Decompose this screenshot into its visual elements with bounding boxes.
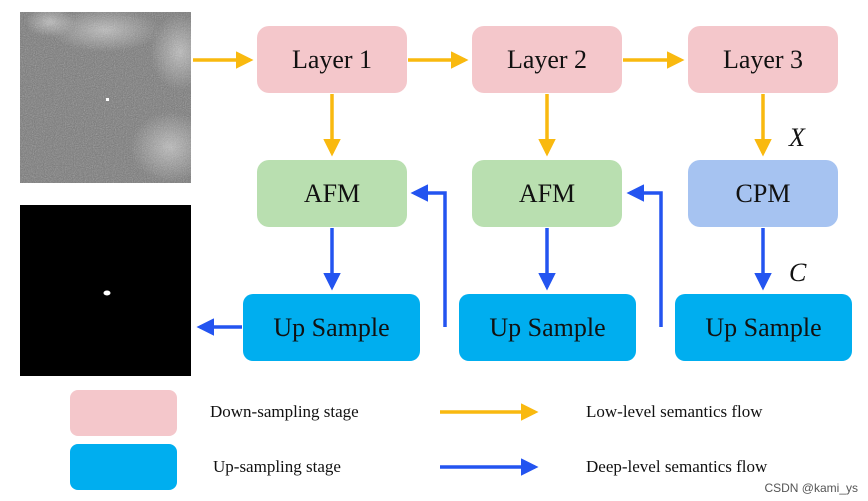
var-x-label: X: [789, 123, 805, 152]
layer-2-box: Layer 2: [472, 26, 622, 93]
arrow-up2-to-afm1: [410, 184, 447, 327]
input-image-texture: [20, 12, 191, 183]
legend-down-stage-label: Down-sampling stage: [210, 402, 359, 421]
output-mask-target: [103, 290, 111, 296]
legend-up-stage-label: Up-sampling stage: [213, 457, 341, 476]
layer-2-label: Layer 2: [506, 44, 588, 74]
up-sample-2-label: Up Sample: [489, 312, 606, 342]
afm-2-box: AFM: [472, 160, 622, 227]
layer-1-label: Layer 1: [291, 44, 373, 74]
up-sample-3-box: Up Sample: [675, 294, 852, 361]
up-sample-2-box: Up Sample: [459, 294, 636, 361]
layer-1-box: Layer 1: [257, 26, 407, 93]
watermark-text: CSDN @kami_ys: [764, 481, 858, 495]
layer-3-label: Layer 3: [722, 44, 804, 74]
output-mask-image: [20, 205, 191, 376]
layer-3-box: Layer 3: [688, 26, 838, 93]
up-sample-1-label: Up Sample: [273, 312, 390, 342]
legend-deep-flow-label: Deep-level semantics flow: [586, 457, 768, 476]
input-image: [20, 12, 191, 183]
up-sample-3-label: Up Sample: [705, 312, 822, 342]
afm-1-box: AFM: [257, 160, 407, 227]
arrow-up3-to-afm2: [626, 184, 663, 327]
legend-down-stage-swatch: [70, 390, 177, 436]
up-sample-1-box: Up Sample: [243, 294, 420, 361]
legend-low-flow-label: Low-level semantics flow: [586, 402, 763, 421]
cpm-box: CPM: [688, 160, 838, 227]
var-c-label: C: [789, 258, 807, 287]
afm-1-label: AFM: [303, 178, 361, 208]
afm-2-label: AFM: [518, 178, 576, 208]
cpm-label: CPM: [735, 178, 791, 208]
legend-up-stage-swatch: [70, 444, 177, 490]
